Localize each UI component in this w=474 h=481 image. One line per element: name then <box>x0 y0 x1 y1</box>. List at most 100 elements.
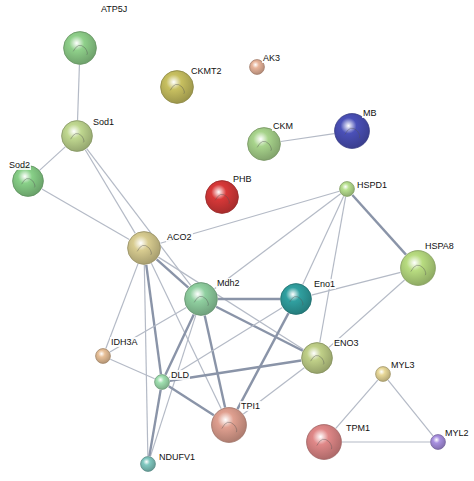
protein-node: CKM <box>247 127 281 161</box>
protein-node: ACO2 <box>127 231 161 265</box>
node-label: MYL3 <box>390 360 416 370</box>
protein-node: NDUFV1 <box>140 456 156 472</box>
interaction-line <box>205 316 225 408</box>
interaction-line <box>170 360 301 380</box>
protein-node: TPI1 <box>211 407 247 443</box>
node-label: NDUFV1 <box>158 452 196 462</box>
protein-node: Sod2 <box>12 165 44 197</box>
node-circle <box>340 182 355 197</box>
node-label: IDH3A <box>110 337 139 347</box>
node-sphere <box>211 407 247 443</box>
node-label: HSPA8 <box>424 241 455 251</box>
structure-icon <box>22 178 35 187</box>
protein-node: DLD <box>154 374 170 390</box>
node-sphere <box>400 250 436 286</box>
interaction-line <box>106 264 138 349</box>
node-label: Sod2 <box>8 160 31 170</box>
node-sphere <box>339 181 355 197</box>
node-sphere <box>247 127 281 161</box>
interaction-line <box>87 149 191 286</box>
node-sphere <box>140 456 156 472</box>
node-label: TPI1 <box>240 401 261 411</box>
node-label: ENO3 <box>333 338 360 348</box>
node-label: ATP5J <box>100 4 128 14</box>
structure-icon <box>194 296 208 306</box>
structure-icon <box>73 45 87 55</box>
interaction-line <box>78 65 80 120</box>
interaction-line <box>336 380 378 428</box>
node-sphere <box>301 342 333 374</box>
structure-icon <box>170 84 184 94</box>
node-sphere <box>306 424 342 460</box>
protein-node: HSPD1 <box>339 181 355 197</box>
interaction-line <box>169 386 214 415</box>
node-label: DLD <box>170 370 190 380</box>
interaction-line <box>160 191 339 243</box>
node-circle <box>307 425 342 460</box>
node-circle <box>281 284 312 315</box>
interaction-line <box>320 197 346 342</box>
interaction-line <box>146 265 161 374</box>
interaction-line <box>42 189 129 239</box>
node-circle <box>161 71 194 104</box>
interaction-line <box>329 280 405 347</box>
node-label: MYL2 <box>444 428 470 438</box>
node-circle <box>13 166 44 197</box>
interaction-line <box>281 134 334 142</box>
node-circle <box>376 367 391 382</box>
structure-icon <box>317 439 332 449</box>
node-label: CKMT2 <box>190 66 223 76</box>
protein-node: CKMT2 <box>160 70 194 104</box>
node-circle <box>401 251 436 286</box>
protein-node: HSPA8 <box>400 250 436 286</box>
node-label: AK3 <box>262 53 281 63</box>
node-circle <box>62 121 93 152</box>
structure-icon <box>411 265 426 275</box>
node-label: ACO2 <box>166 232 193 242</box>
node-sphere <box>280 283 312 315</box>
node-label: CKM <box>272 121 294 131</box>
interaction-line <box>110 308 186 352</box>
structure-icon <box>222 422 237 432</box>
node-sphere <box>334 113 370 149</box>
node-sphere <box>154 374 170 390</box>
interaction-line <box>169 307 283 377</box>
node-circle <box>128 232 161 265</box>
interaction-line <box>218 298 280 300</box>
interaction-line <box>144 265 148 456</box>
node-circle <box>155 375 170 390</box>
node-label: Mdh2 <box>216 278 241 288</box>
node-circle <box>302 343 333 374</box>
node-label: PHB <box>232 174 253 184</box>
interaction-line <box>352 195 406 255</box>
interaction-line <box>85 150 135 234</box>
node-label: HSPD1 <box>356 180 388 190</box>
interaction-line <box>150 315 195 456</box>
node-label: Eno1 <box>313 279 336 289</box>
protein-node: Mdh2 <box>184 282 218 316</box>
node-label: Sod1 <box>92 117 115 127</box>
protein-node: PHB <box>205 180 239 214</box>
node-circle <box>206 181 239 214</box>
node-sphere <box>205 180 239 214</box>
node-circle <box>212 408 247 443</box>
node-label: MB <box>362 108 378 118</box>
protein-node: IDH3A <box>95 348 111 364</box>
protein-node: ENO3 <box>301 342 333 374</box>
structure-icon <box>290 296 303 305</box>
node-circle <box>185 283 218 316</box>
structure-icon <box>71 133 84 142</box>
node-sphere <box>375 366 391 382</box>
node-sphere <box>184 282 218 316</box>
protein-node: AK3 <box>249 59 265 75</box>
interaction-line <box>312 272 401 295</box>
protein-node: ATP5J <box>63 31 97 65</box>
structure-icon <box>311 355 324 364</box>
node-circle <box>141 457 156 472</box>
node-circle <box>64 32 97 65</box>
interaction-line <box>40 147 65 170</box>
structure-icon <box>215 194 229 204</box>
interaction-line <box>110 359 154 379</box>
node-circle <box>96 349 111 364</box>
